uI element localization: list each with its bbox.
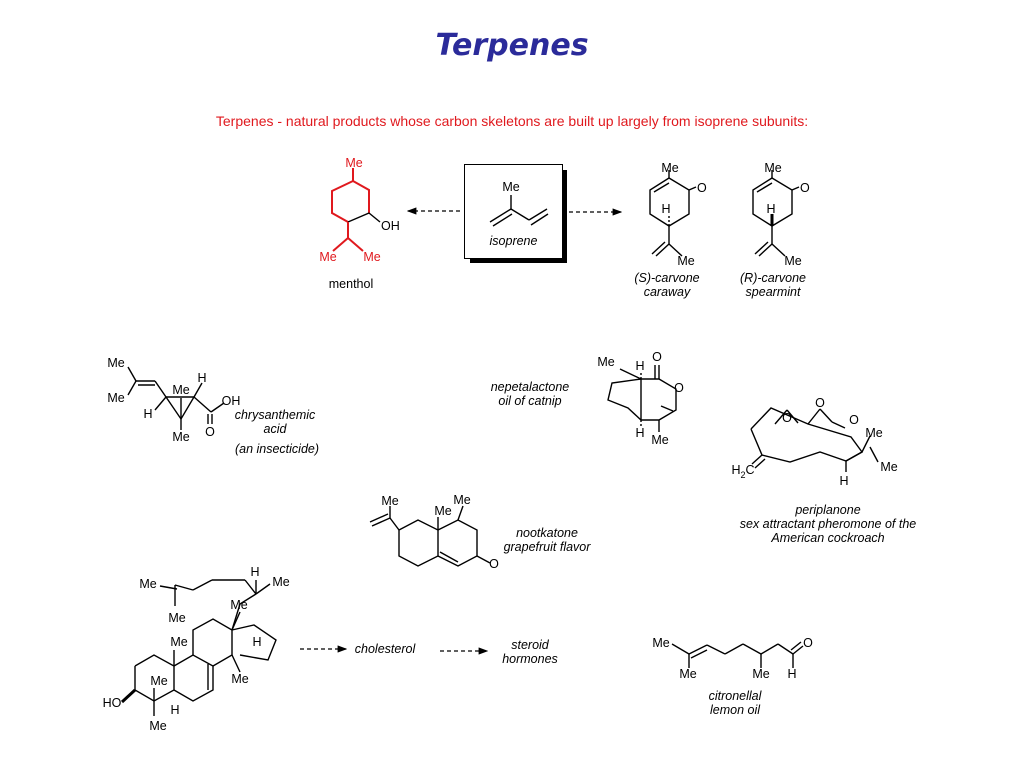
peri-me-1: Me [865,426,882,440]
ster-me-1: Me [139,577,156,591]
chrys-me-2: Me [107,391,124,405]
periplanone-structure [750,407,879,472]
ster-me-8: Me [149,719,166,733]
isoprene-me-label: Me [502,180,519,194]
citronellal-source: lemon oil [709,703,761,717]
r-carvone-me-top: Me [764,161,781,175]
isoprene-label: isoprene [489,234,538,248]
nootk-me-2: Me [434,504,451,518]
cholesterol-label: cholesterol [354,642,416,656]
ster-me-3: Me [272,575,289,589]
ster-me-5: Me [170,635,187,649]
ster-h-2: H [252,635,261,649]
peri-o-1: O [782,411,792,425]
chrys-me-3: Me [172,383,189,397]
s-carvone-structure [649,170,697,257]
nepetalactone-source: oil of catnip [498,394,562,408]
r-carvone-label: (R)-carvone [740,271,806,285]
chrysanthemic-label-1: chrysanthemic [234,408,316,422]
r-carvone-h: H [766,202,775,216]
nootk-me-1: Me [381,494,398,508]
citro-me-1: Me [652,636,669,650]
citro-me-3: Me [752,667,769,681]
citro-me-2: Me [679,667,696,681]
isoprene-structure [489,195,549,227]
r-carvone-structure [752,170,800,257]
nepet-h-2: H [635,426,644,440]
nepetalactone-label: nepetalactone [490,380,570,394]
periplanone-desc-2: American cockroach [771,531,885,545]
r-carvone-source: spearmint [745,285,801,299]
chrysanthemic-use: (an insecticide) [234,442,320,456]
r-carvone-me-bottom: Me [784,254,801,268]
chrys-me-4: Me [172,430,189,444]
steroid-label-1: steroid [511,638,549,652]
periplanone-desc-1: sex attractant pheromone of the [739,517,917,531]
ster-me-7: Me [150,674,167,688]
chrysanthemic-label-2: acid [263,422,287,436]
nepet-me-2: Me [651,433,668,447]
ster-h-1: H [250,565,259,579]
menthol-structure [331,168,381,252]
steroid-structure [120,579,277,716]
citro-h: H [787,667,796,681]
menthol-oh: OH [381,219,400,233]
chrys-h-1: H [197,371,206,385]
steroid-label-2: hormones [502,652,558,666]
peri-h2c: H2C [731,463,754,480]
menthol-me-top: Me [345,156,362,170]
s-carvone-label: (S)-carvone [634,271,700,285]
peri-me-2: Me [880,460,897,474]
nepet-h-1: H [635,359,644,373]
ster-me-6: Me [231,672,248,686]
s-carvone-source: caraway [643,285,691,299]
nootkatone-structure [369,505,491,567]
menthol-me-left: Me [319,250,336,264]
chrys-h-2: H [143,407,152,421]
nootkatone-label: nootkatone [516,526,578,540]
nepetalactone-structure [607,365,677,432]
periplanone-label: periplanone [795,503,861,517]
chrys-oh: OH [222,394,241,408]
citronellal-structure [671,641,804,668]
ster-h-3: H [170,703,179,717]
s-carvone-h: H [661,202,670,216]
s-carvone-o: O [697,181,707,195]
s-carvone-me-bottom: Me [677,254,694,268]
ster-ho: HO [103,696,122,710]
ster-me-4: Me [230,598,247,612]
peri-o-3: O [849,413,859,427]
nootk-me-3: Me [453,493,470,507]
nepet-me-1: Me [597,355,614,369]
nepet-o-1: O [652,350,662,364]
page-subtitle: Terpenes - natural products whose carbon… [215,113,809,129]
chrysanthemic-structure [127,366,225,430]
menthol-me-right: Me [363,250,380,264]
citro-o: O [803,636,813,650]
chrys-me-1: Me [107,356,124,370]
peri-h: H [839,474,848,488]
citronellal-label: citronellal [708,689,762,703]
nootk-o: O [489,557,499,571]
menthol-label: menthol [328,277,374,291]
isoprene-box [464,164,563,259]
r-carvone-o: O [800,181,810,195]
nepet-o-2: O [674,381,684,395]
chrys-o: O [205,425,215,439]
nootkatone-source: grapefruit flavor [503,540,591,554]
peri-o-2: O [815,396,825,410]
page-title: Terpenes [435,28,589,63]
ster-me-2: Me [168,611,185,625]
s-carvone-me-top: Me [661,161,678,175]
